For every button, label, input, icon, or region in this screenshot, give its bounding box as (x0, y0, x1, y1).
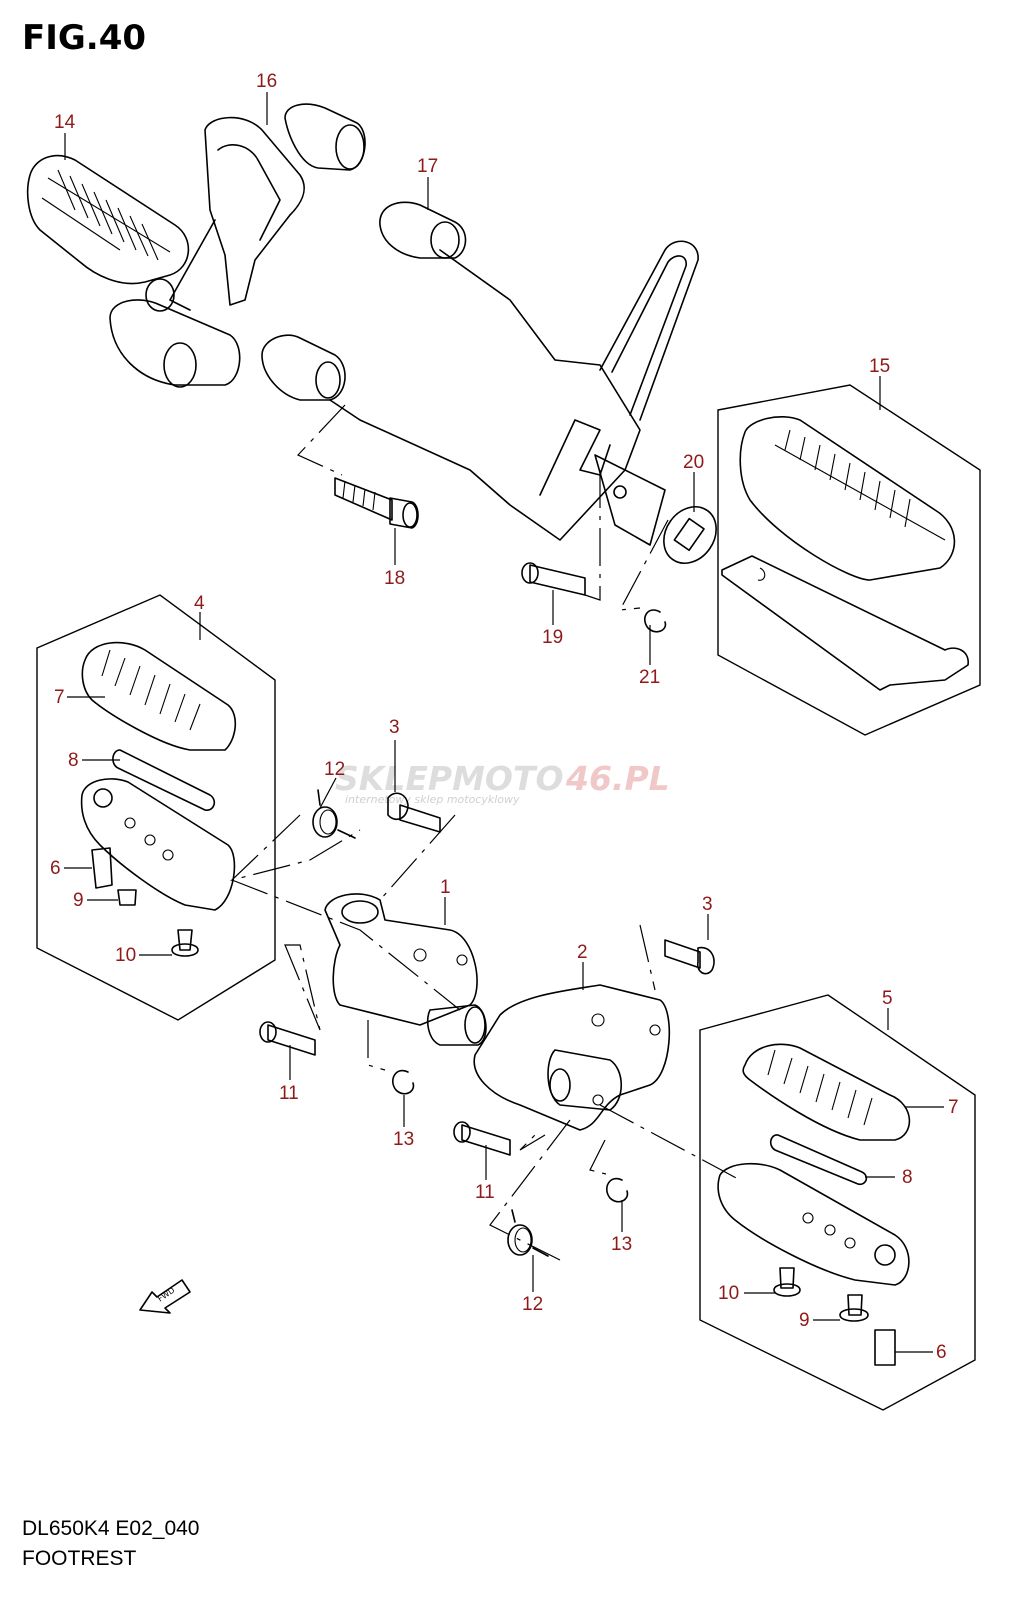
callout-9-right: 9 (799, 1310, 810, 1331)
e-ring-part-13-left (392, 1069, 415, 1095)
pillion-bracket-part-16 (109, 103, 366, 388)
callout-19: 19 (542, 627, 563, 648)
kit-box-part-5 (699, 994, 976, 1411)
callout-10-left: 10 (115, 945, 136, 966)
pin-part-11-left (259, 1021, 316, 1056)
pin-part-11-right (453, 1121, 511, 1156)
callout-10-right: 10 (718, 1283, 739, 1304)
callout-17: 17 (417, 156, 438, 177)
assembly-line (599, 1104, 741, 1181)
assembly-line (519, 1134, 546, 1151)
assembly-line (584, 470, 601, 601)
rider-bracket-part-17 (261, 201, 699, 546)
assembly-line (489, 1119, 571, 1261)
callout-14: 14 (54, 112, 76, 133)
assembly-line (229, 814, 361, 882)
e-ring-part-13-right (606, 1177, 629, 1203)
bolt-part-18 (334, 477, 419, 529)
spring-part-12-lower (507, 1209, 549, 1257)
callout-3-upper: 3 (389, 717, 400, 738)
bracket-part-1 (324, 893, 487, 1046)
callout-13-right: 13 (611, 1234, 632, 1255)
callout-leaders (64, 92, 944, 1353)
assembly-line (284, 944, 321, 1031)
callout-1: 1 (440, 877, 451, 898)
watermark-brand-prefix: SKLEPMOTO (335, 759, 564, 798)
assembly-line (379, 814, 456, 901)
callout-21: 21 (639, 667, 660, 688)
callout-5: 5 (882, 988, 893, 1009)
callout-2: 2 (577, 942, 588, 963)
callout-7-right: 7 (948, 1097, 959, 1118)
kit-box-part-15 (717, 384, 981, 736)
callout-9-left: 9 (73, 890, 84, 911)
fwd-label: FWD (156, 1286, 176, 1304)
assembly-line (639, 924, 656, 991)
forward-direction-arrow: FWD (139, 1279, 191, 1314)
e-ring-part-21 (644, 609, 667, 633)
callout-11-left: 11 (279, 1083, 299, 1104)
assembly-line (296, 404, 346, 476)
watermark-brand-suffix: 46.PL (565, 759, 670, 798)
watermark: SKLEPMOTO 46.PL internetowy sklep motocy… (335, 759, 670, 806)
callout-7-left: 7 (54, 687, 65, 708)
assembly-line (367, 1020, 386, 1071)
bracket-part-2 (473, 984, 671, 1131)
kit-box-part-4 (36, 594, 276, 1021)
callout-6-right: 6 (936, 1342, 947, 1363)
callout-8-left: 8 (68, 750, 79, 771)
callout-13-left: 13 (393, 1129, 414, 1150)
callout-16: 16 (256, 71, 277, 92)
bolt-part-3-lower (664, 939, 715, 975)
callout-3-lower: 3 (702, 894, 713, 915)
callout-8-right: 8 (902, 1167, 913, 1188)
assembly-line (618, 519, 669, 611)
assembly-line (231, 879, 461, 1011)
washer-part-20 (663, 506, 717, 564)
section-name: FOOTREST (22, 1547, 137, 1570)
spring-part-12-upper (312, 789, 356, 839)
callout-labels: 14 16 17 15 20 18 19 21 4 7 8 6 9 10 3 1… (50, 71, 959, 1363)
figure-title: FIG.40 (22, 18, 147, 58)
callout-18: 18 (384, 568, 405, 589)
callout-6-left: 6 (50, 858, 61, 879)
callout-15: 15 (869, 356, 890, 377)
callout-20: 20 (683, 452, 704, 473)
watermark-tagline: internetowy sklep motocyklowy (345, 793, 520, 806)
callout-11-right: 11 (475, 1182, 495, 1203)
callout-12-upper: 12 (324, 759, 345, 780)
model-code: DL650K4 E02_040 (22, 1517, 200, 1540)
callout-4: 4 (194, 593, 205, 614)
assembly-line (589, 1139, 611, 1176)
callout-12-lower: 12 (522, 1294, 543, 1315)
pillion-footrest-left-part-14 (26, 154, 190, 312)
